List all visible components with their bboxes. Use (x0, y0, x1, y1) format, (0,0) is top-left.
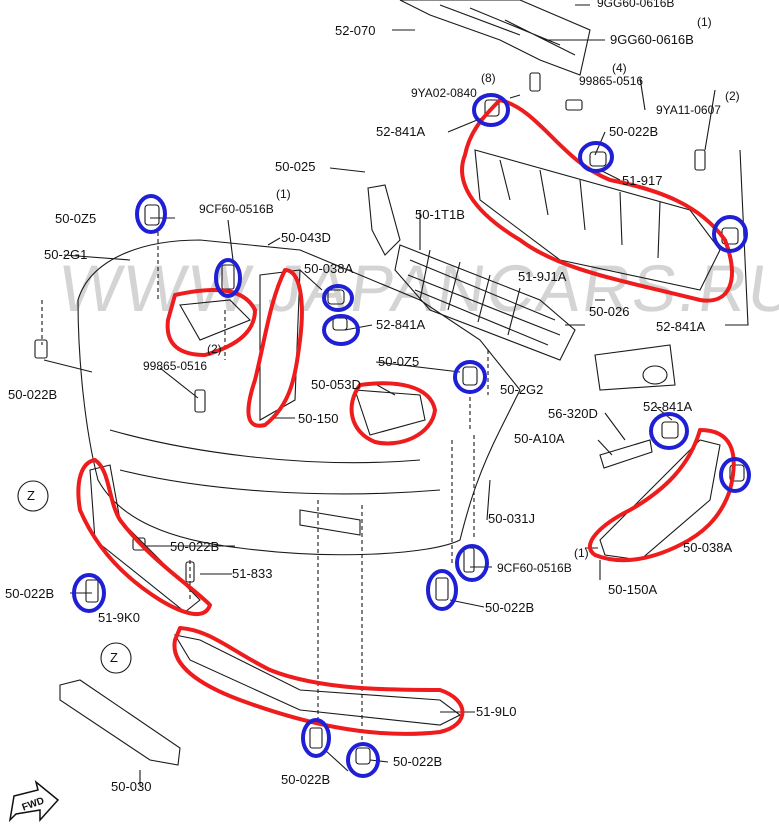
red-outline-bracket-150A (587, 428, 736, 563)
label-9cf60-qty-2: (1) (574, 546, 589, 560)
label-z-2: Z (110, 650, 118, 665)
red-outline-bracket-053 (349, 381, 437, 446)
plate-50-030 (59, 679, 181, 766)
label-50-043d: 50-043D (281, 230, 331, 245)
label-56-320d: 56-320D (548, 406, 598, 421)
bracket-50-043D (179, 299, 251, 341)
z-circle-1 (17, 480, 49, 512)
side-piece-50-025 (367, 184, 401, 256)
label-51-917: 51-917 (622, 173, 663, 188)
label-50-030: 50-030 (111, 779, 152, 794)
label-50-0z5-2: 50-0Z5 (378, 354, 420, 369)
label-51-9j1a: 51-9J1A (518, 269, 567, 284)
label-50-022b-2: 50-022B (8, 387, 58, 402)
label-50-038a-1: 50-038A (304, 261, 354, 276)
label-52-841a-2: 52-841A (376, 317, 426, 332)
red-outline-spoiler-9K0 (76, 458, 212, 617)
label-50-150: 50-150 (298, 411, 339, 426)
blue-ring-14 (301, 718, 331, 758)
fwd-arrow-icon (8, 779, 60, 823)
label-99865-qty: (4) (612, 61, 627, 75)
washer-56-320D (599, 439, 653, 469)
label-50-022b-7: 50-022B (393, 754, 443, 769)
label-51-9l0: 51-9L0 (476, 704, 517, 719)
blue-ring-3 (322, 284, 354, 312)
blue-ring-11 (455, 544, 489, 582)
red-outline-absorber (460, 98, 734, 303)
label-z-1: Z (27, 488, 35, 503)
bracket-50-150A (599, 439, 721, 561)
label-50-026: 50-026 (589, 304, 630, 319)
blue-ring-4 (322, 314, 360, 346)
bumper-cover (77, 239, 521, 556)
label-99865-b: 99865-0516 (143, 359, 208, 373)
blue-ring-10 (719, 457, 751, 493)
label-qty-2: (2) (207, 342, 222, 356)
label-52-841a-1: 52-841A (376, 124, 426, 139)
blue-ring-8 (712, 215, 748, 253)
label-9cf60-qty-1: (1) (276, 187, 291, 201)
label-50-031j: 50-031J (488, 511, 535, 526)
label-9ya11: 9YA11-0607 (656, 103, 721, 117)
blue-ring-13 (72, 573, 106, 613)
bracket-50-053D (354, 389, 426, 436)
blue-ring-5 (453, 360, 487, 394)
label-50-150a: 50-150A (608, 582, 658, 597)
label-99865-a: 99865-0516 (579, 74, 644, 88)
label-51-833: 51-833 (232, 566, 273, 581)
red-outline-bracket-left (165, 288, 257, 357)
label-9ya11-qty: (2) (725, 89, 740, 103)
label-50-022b-4: 50-022B (5, 586, 55, 601)
label-9gg60-top: 9GG60-0616B (597, 0, 675, 10)
blue-ring-7 (578, 141, 614, 173)
label-50-022b-3: 50-022B (170, 539, 220, 554)
label-50-022b-1: 50-022B (609, 124, 659, 139)
label-50-1t1b: 50-1T1B (415, 207, 465, 222)
fastener-icons (34, 72, 745, 765)
label-9cf60-1: 9CF60-0516B (199, 202, 274, 216)
label-50-053d: 50-053D (311, 377, 361, 392)
blue-ring-12 (426, 569, 458, 611)
label-52-841a-3: 52-841A (656, 319, 706, 334)
label-9ya02: 9YA02-0840 (411, 86, 477, 100)
label-50-038a-2: 50-038A (683, 540, 733, 555)
label-50-025: 50-025 (275, 159, 316, 174)
fog-cover-50-026 (594, 344, 676, 391)
blue-ring-15 (346, 742, 380, 778)
label-50-2g1: 50-2G1 (44, 247, 88, 262)
blue-ring-1 (135, 194, 167, 234)
label-50-022b-6: 50-022B (281, 772, 331, 787)
grille-50-1T1B (394, 244, 576, 361)
label-50-022b-5: 50-022B (485, 600, 535, 615)
label-9gg60-qty: (1) (697, 15, 712, 29)
label-51-9k0: 51-9K0 (98, 610, 140, 625)
spoiler-51-9L0 (173, 634, 462, 726)
label-52-841a-4: 52-841A (643, 399, 693, 414)
blue-ring-6 (472, 93, 510, 127)
bracket-50-150 (259, 269, 301, 421)
label-52-070: 52-070 (335, 23, 376, 38)
reinforcement-52-070 (399, 0, 591, 76)
red-outline-spoiler-9L0 (172, 626, 465, 736)
label-9ya02-qty: (8) (481, 71, 496, 85)
label-9cf60-2: 9CF60-0516B (497, 561, 572, 575)
label-50-2g2: 50-2G2 (500, 382, 544, 397)
blue-ring-2 (214, 258, 242, 298)
blue-ring-9 (649, 412, 689, 450)
red-outline-bracket-150 (246, 268, 304, 428)
label-9gg60-2: 9GG60-0616B (610, 32, 694, 47)
label-50-a10a: 50-A10A (514, 431, 565, 446)
z-circle-2 (100, 642, 132, 674)
label-50-0z5-1: 50-0Z5 (55, 211, 97, 226)
